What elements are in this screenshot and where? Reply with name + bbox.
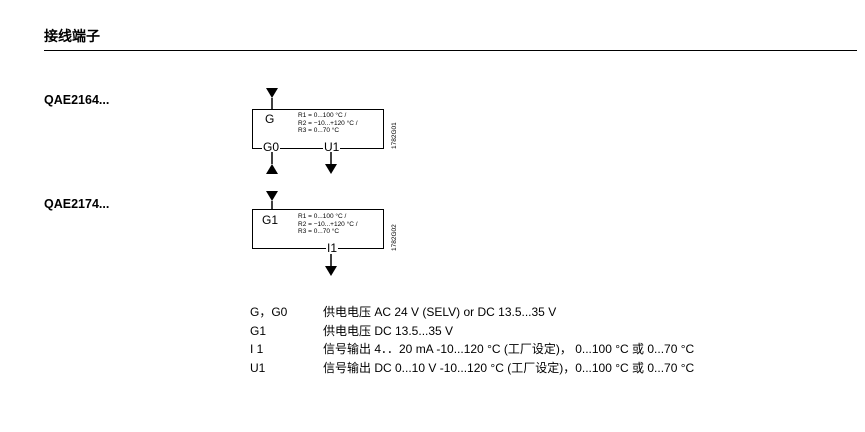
heading-divider — [44, 50, 857, 51]
device-model-label: QAE2174... — [44, 197, 110, 211]
terminal-pin-label: I1 — [326, 241, 339, 255]
legend-description: 信号输出 DC 0...10 V -10...120 °C (工厂设定)，0..… — [323, 360, 695, 375]
terminal-diagram: G1 R1 = 0...100 °C / R2 = −10...+120 °C … — [252, 209, 384, 249]
terminal-pin-label: G0 — [262, 140, 281, 154]
output-arrow-icon — [325, 254, 337, 276]
legend-term: I 1 — [250, 342, 264, 356]
range-parameters: R1 = 0...100 °C / R2 = −10...+120 °C / R… — [298, 213, 358, 236]
terminal-legend: G，G0 供电电压 AC 24 V (SELV) or DC 13.5...35… — [250, 303, 694, 377]
range-parameters: R1 = 0...100 °C / R2 = −10...+120 °C / R… — [298, 112, 358, 135]
legend-description: 供电电压 AC 24 V (SELV) or DC 13.5...35 V — [323, 305, 557, 319]
legend-term: U1 — [250, 360, 266, 375]
input-arrow-icon — [266, 88, 278, 110]
legend-description: 信号输出 4．．20 mA -10...120 °C (工厂设定)， 0...1… — [323, 342, 695, 356]
device-model-label: QAE2164... — [44, 93, 110, 107]
terminal-diagram: G R1 = 0...100 °C / R2 = −10...+120 °C /… — [252, 109, 384, 149]
terminal-pin-label: G — [265, 112, 275, 126]
terminal-pin-label: U1 — [323, 140, 341, 154]
legend-row: U1 信号输出 DC 0...10 V -10...120 °C (工厂设定)，… — [250, 359, 694, 378]
legend-row: G，G0 供电电压 AC 24 V (SELV) or DC 13.5...35… — [250, 303, 694, 322]
drawing-code: 1782G01 — [391, 122, 398, 149]
output-arrow-icon — [325, 152, 337, 174]
terminal-pin-label: G1 — [262, 213, 279, 227]
legend-term: G1 — [250, 323, 267, 338]
input-arrow-icon — [266, 152, 278, 174]
drawing-code: 1782G02 — [391, 224, 398, 251]
legend-row: I 1 信号输出 4．．20 mA -10...120 °C (工厂设定)， 0… — [250, 340, 694, 359]
section-heading: 接线端子 — [44, 28, 100, 44]
legend-description: 供电电压 DC 13.5...35 V — [323, 323, 454, 338]
input-arrow-icon — [266, 191, 278, 209]
legend-row: G1 供电电压 DC 13.5...35 V — [250, 322, 694, 341]
legend-term: G，G0 — [250, 305, 288, 319]
